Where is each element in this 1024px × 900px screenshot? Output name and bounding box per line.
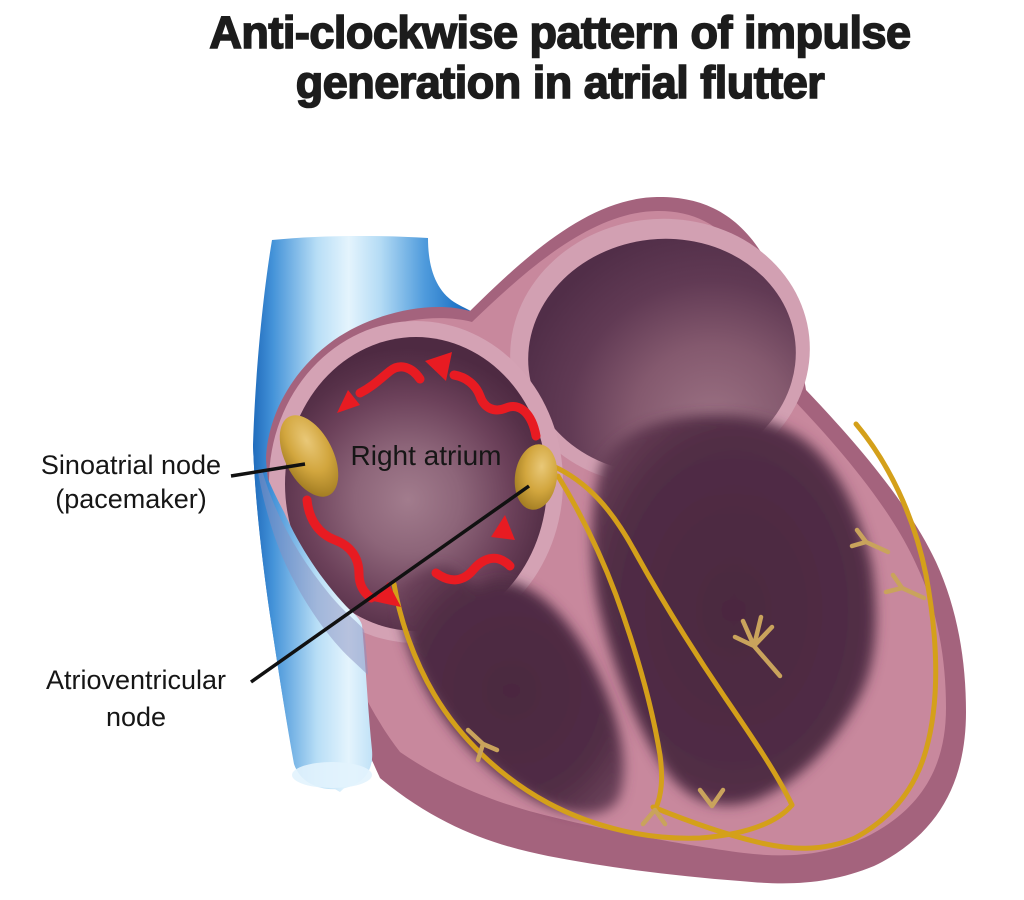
sinoatrial-node (279, 415, 339, 497)
bundle-of-his (550, 463, 795, 808)
left-atrium-chamber (528, 238, 796, 474)
atrioventricular-node-label-line2: node (105, 702, 167, 732)
twig-apex (697, 787, 726, 809)
purkinje-claw (732, 614, 783, 679)
title-line-2: generation in atrial flutter (295, 57, 826, 109)
impulse-arrow-upper-left (337, 362, 425, 413)
sinoatrial-node-label-line1: Sinoatrial node (40, 450, 222, 480)
atrioventricular-node (514, 444, 558, 510)
title-line-1: Anti-clockwise pattern of impulse (209, 7, 912, 59)
sinoatrial-pointer-line (230, 462, 306, 478)
purkinje-fibers (391, 421, 939, 851)
twig-upper-right (849, 527, 891, 555)
impulse-arrow-lower-left (302, 495, 401, 607)
twig-right-wall (883, 572, 927, 601)
impulse-arrows (302, 352, 541, 607)
impulse-arrow-top (425, 352, 541, 441)
septal-branch-fiber (555, 473, 665, 813)
right-atrium-label: Right atrium (350, 440, 502, 471)
vessel-overlap-shadow (258, 470, 368, 675)
impulse-arrow-lower-right (431, 515, 515, 585)
sinoatrial-node-label-line2: (pacemaker) (55, 484, 207, 514)
atrioventricular-node-label-line1: Atrioventricular (45, 665, 227, 695)
right-wall-fiber (650, 421, 939, 851)
sinoatrial-node-label: Sinoatrial node (pacemaker) (15, 448, 247, 516)
right-ventricle-cavity (399, 566, 624, 815)
twig-septum-end (640, 807, 668, 827)
fiber-twigs (465, 527, 927, 827)
left-ventricle-cavity (591, 415, 876, 806)
atrioventricular-node-label: Atrioventricular node (16, 662, 256, 736)
diagram-title: Anti-clockwise pattern of impulse genera… (100, 7, 1020, 109)
vena-cava-opening-highlight (292, 762, 372, 788)
twig-lower-left (465, 727, 500, 763)
atrioventricular-pointer-line (249, 484, 531, 684)
